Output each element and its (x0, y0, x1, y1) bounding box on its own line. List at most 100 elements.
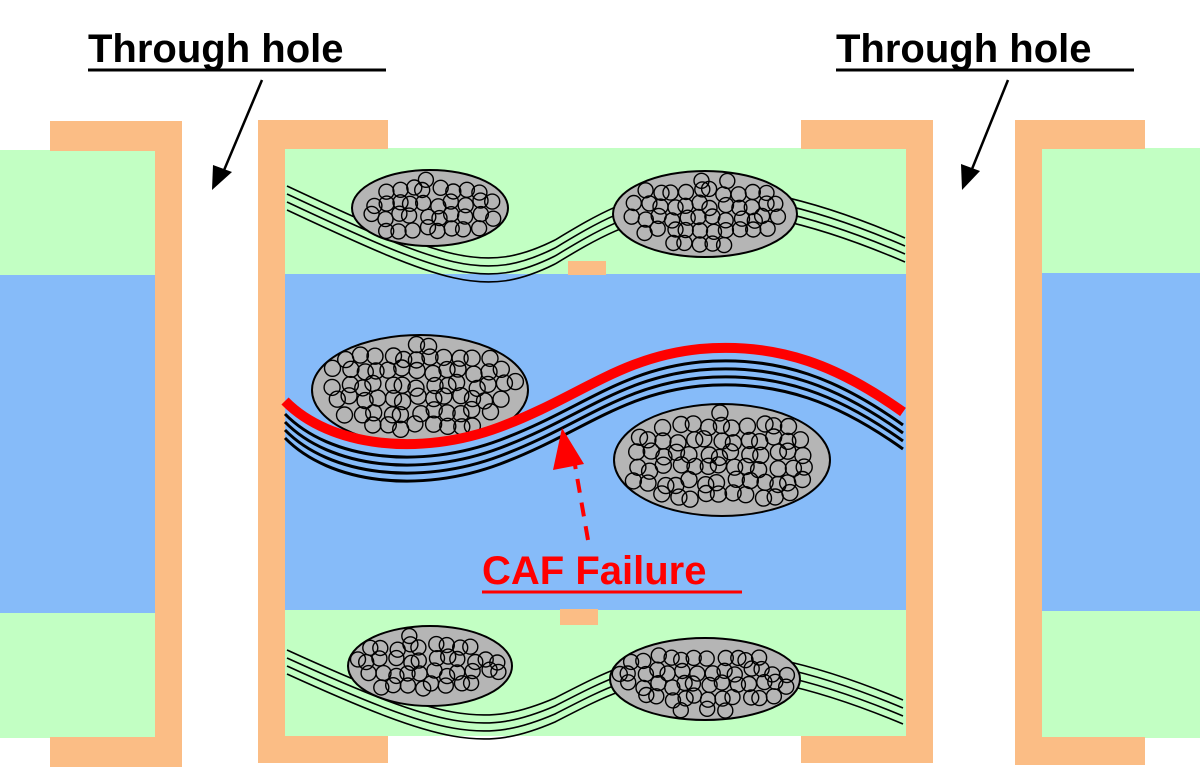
left-laminate-blue (0, 275, 157, 613)
glass-filament (388, 667, 405, 685)
glass-filament (704, 235, 721, 252)
right-laminate-blue (1042, 273, 1200, 611)
glass-filament (620, 674, 637, 691)
glass-filament (506, 372, 525, 391)
through-hole-label-right: Through hole (836, 27, 1092, 71)
center-left-copper-wall (258, 120, 285, 763)
right-laminate-green-bottom (1042, 611, 1200, 738)
glass-filament (353, 406, 372, 424)
glass-filament (653, 418, 672, 437)
glass-filament (630, 428, 649, 446)
glass-filament (758, 184, 775, 202)
glass-filament (649, 661, 666, 678)
glass-filament (383, 406, 402, 424)
glass-filament (421, 348, 439, 366)
glass-filament (717, 212, 734, 229)
glass-filament (724, 484, 742, 502)
glass-filament (439, 417, 457, 435)
glass-filament (611, 665, 628, 683)
glass-filament (425, 401, 443, 419)
glass-filament (378, 222, 395, 240)
glass-filament (456, 208, 474, 225)
glass-filament (778, 678, 795, 695)
glass-filament (480, 363, 498, 381)
glass-filament (697, 484, 715, 503)
glass-filament (677, 183, 695, 201)
through-hole-label-left: Through hole (88, 27, 344, 71)
left-laminate-green-top (0, 150, 157, 275)
glass-filament (481, 349, 499, 368)
glass-filament (769, 208, 787, 225)
glass-filament (672, 415, 690, 434)
glass-filament (653, 485, 671, 503)
glass-filament (323, 359, 342, 377)
left-copper-pad-top (50, 121, 182, 151)
glass-filament (467, 653, 484, 671)
glass-filament (452, 387, 470, 405)
glass-filament (371, 650, 388, 667)
glass-filament (698, 650, 715, 667)
glass-filament (477, 651, 494, 668)
glass-filament (756, 673, 773, 691)
right-copper-plating-wall (1015, 120, 1042, 763)
glass-filament (681, 490, 699, 508)
glass-filament (779, 432, 797, 450)
glass-filament (694, 181, 711, 198)
glass-filament (390, 223, 407, 240)
glass-filament (767, 195, 784, 213)
glass-filament (685, 649, 702, 667)
middle-fiber-bundle-left (311, 334, 529, 446)
glass-filament (449, 360, 467, 378)
glass-filament (464, 662, 481, 680)
glass-filament (402, 636, 419, 653)
glass-filament (765, 688, 783, 705)
glass-filament (672, 702, 689, 719)
glass-filament (481, 403, 500, 421)
glass-filament (363, 205, 380, 223)
glass-filament (492, 360, 510, 378)
glass-filament (649, 220, 666, 237)
glass-filament (639, 474, 657, 492)
glass-filament (490, 663, 507, 681)
glass-filament (677, 690, 694, 707)
through-hole-pointer-left (220, 79, 264, 176)
glass-filament (419, 218, 437, 236)
glass-filament (358, 653, 375, 671)
glass-filament (635, 679, 652, 697)
glass-filament (399, 665, 416, 682)
glass-filament (738, 417, 757, 435)
glass-filament (426, 376, 444, 395)
glass-filament (432, 179, 449, 197)
bottom-fiber-bundle-right (609, 637, 801, 721)
glass-filament (367, 362, 385, 380)
glass-filament (454, 221, 472, 238)
glass-filament (699, 700, 716, 717)
glass-filament (663, 212, 681, 229)
glass-filament (410, 639, 427, 656)
glass-filament (356, 391, 374, 410)
glass-filament (733, 210, 751, 227)
fiber-cluster (363, 171, 502, 240)
glass-filament (445, 183, 462, 200)
glass-filament (323, 378, 341, 397)
glass-filament (495, 374, 514, 392)
glass-filament (700, 446, 718, 464)
glass-filament (667, 443, 686, 461)
glass-filament (420, 208, 437, 226)
glass-filament (384, 376, 403, 394)
glass-filament (406, 179, 423, 196)
glass-filament (695, 430, 713, 448)
glass-filament (709, 485, 728, 503)
glass-filament (657, 476, 675, 495)
glass-filament (438, 667, 456, 685)
glass-filament (404, 222, 421, 239)
glass-filament (654, 456, 672, 474)
glass-filament (759, 220, 776, 237)
glass-filament (765, 417, 783, 435)
glass-filament (743, 689, 760, 706)
left-copper-pad-bottom (50, 737, 182, 767)
glass-filament (401, 195, 419, 213)
glass-filament (391, 205, 408, 222)
glass-filament (665, 234, 682, 252)
glass-filament (740, 431, 759, 450)
